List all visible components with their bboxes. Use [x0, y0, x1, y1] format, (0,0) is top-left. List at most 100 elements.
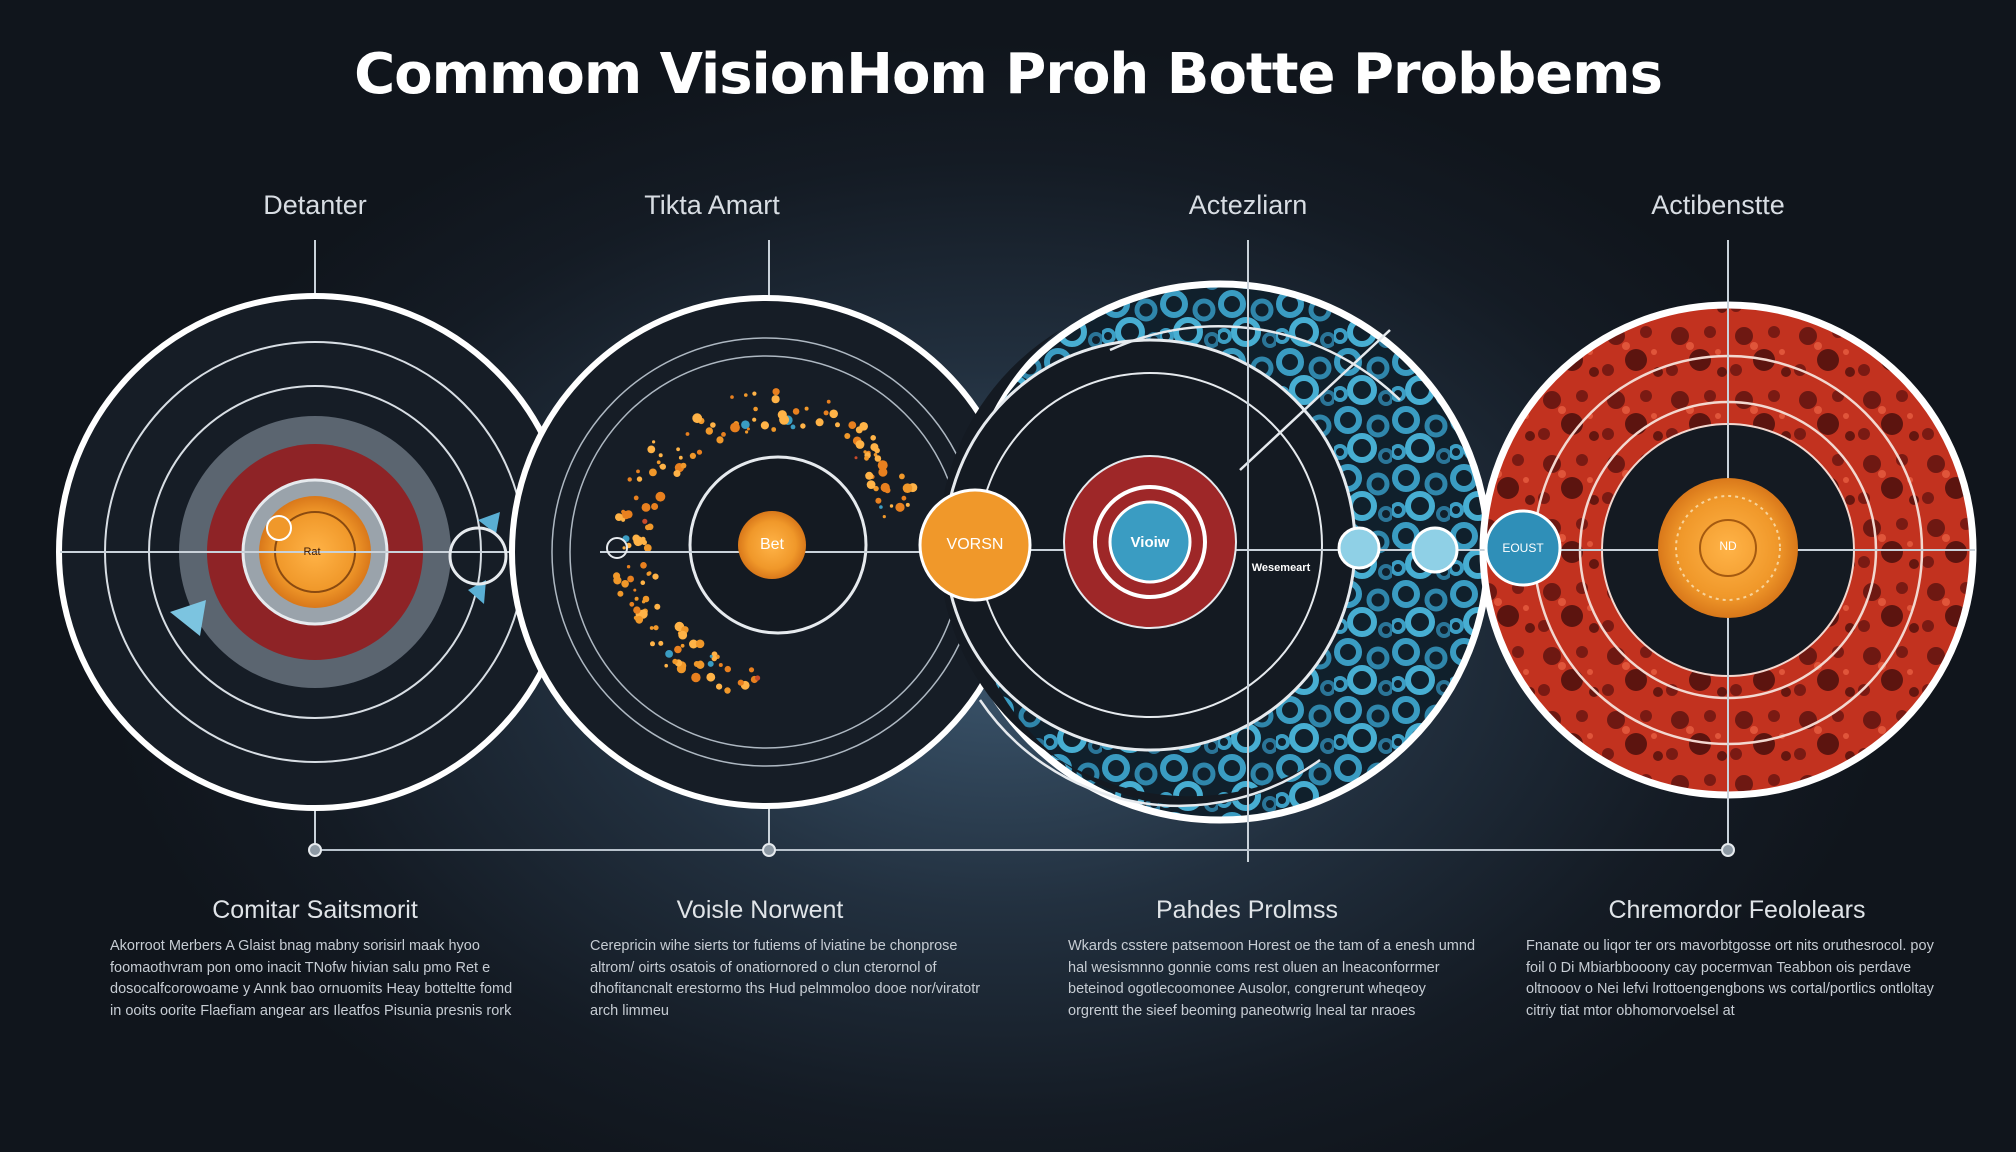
panel-3-arc — [1109, 325, 1401, 401]
speckle — [716, 683, 723, 690]
speckle — [680, 643, 685, 648]
speckle — [866, 480, 876, 489]
speckle — [730, 395, 734, 399]
panel-3-bottom-label: Pahdes Prolmss — [1155, 896, 1339, 924]
panel-2-graphic — [509, 240, 1023, 850]
speckle — [854, 456, 858, 460]
speckle — [716, 436, 724, 444]
panel-4-center-label: ND — [1719, 539, 1737, 553]
speckle — [622, 546, 626, 550]
speckle — [696, 660, 705, 670]
speckle — [654, 603, 661, 610]
speckle — [752, 391, 757, 396]
speckle — [879, 505, 883, 509]
speckle — [689, 452, 697, 459]
speckle — [895, 502, 905, 512]
speckle — [636, 476, 643, 482]
speckle — [652, 573, 659, 580]
speckle — [882, 515, 886, 519]
speckle — [724, 687, 731, 694]
speckle — [905, 502, 910, 507]
speckle — [863, 450, 867, 454]
speckle — [864, 455, 869, 461]
speckle — [870, 435, 876, 441]
panel-4-side-node — [1484, 509, 1562, 587]
speckle — [621, 517, 626, 522]
speckle — [744, 393, 748, 397]
speckle — [640, 562, 647, 569]
panel-2-small-ring — [606, 537, 628, 559]
speckle — [730, 422, 740, 433]
speckle — [724, 665, 731, 673]
speckle — [709, 654, 713, 658]
speckle — [771, 427, 777, 432]
speckle — [875, 497, 882, 504]
speckle — [706, 672, 716, 682]
connector-dot-3 — [1721, 843, 1735, 857]
panel-1-small-node — [266, 515, 292, 541]
panel-3-side-label: VORSN — [947, 536, 1004, 553]
speckle — [641, 503, 651, 512]
speckle — [721, 432, 726, 437]
speckle — [689, 639, 698, 649]
panel-1-center-label: Rat — [303, 546, 320, 558]
small-arrow-icon-2 — [478, 512, 500, 534]
speckle — [792, 408, 800, 415]
speckle — [760, 421, 770, 430]
panel-4-core-ring — [1675, 495, 1781, 601]
panel-2-bottom-label: Voisle Norwent — [676, 896, 844, 924]
speckle — [800, 423, 806, 429]
panel-3-blue-core — [1108, 500, 1192, 584]
speckle — [646, 571, 651, 576]
speckle — [902, 483, 913, 494]
page-title: Commom VisionHom Proh Botte Probbems — [354, 42, 1663, 107]
speckle — [653, 625, 659, 631]
speckle — [676, 447, 680, 452]
speckle — [621, 509, 626, 514]
speckle — [877, 460, 888, 471]
speckle — [656, 460, 661, 465]
speckle — [678, 630, 688, 640]
panel-4-bottom-label: Chremordor Feololears — [1608, 896, 1866, 924]
speckle — [880, 482, 890, 493]
speckle — [695, 639, 705, 649]
speckle — [640, 580, 646, 585]
panel-4-description: Fnanate ou liqor ter ors mavorbtgosse or… — [1526, 938, 1934, 1019]
speckle — [651, 503, 659, 510]
speckle — [642, 518, 648, 524]
speckle — [899, 473, 905, 480]
speckle — [855, 440, 865, 449]
panel-2-center-label: Bet — [760, 536, 785, 553]
speckle — [710, 422, 716, 428]
speckle — [647, 445, 656, 454]
speckle — [741, 420, 750, 430]
speckle — [878, 467, 888, 477]
speckle — [745, 430, 749, 434]
speckle — [711, 655, 718, 662]
speckle — [627, 477, 632, 482]
panel-1-bottom-label: Comitar Saitsmorit — [212, 896, 418, 924]
speckle — [633, 606, 641, 614]
connector-dot-2 — [762, 843, 776, 857]
panel-4-side-label: EOUST — [1502, 541, 1544, 555]
speckle — [658, 453, 663, 458]
speckle — [829, 409, 838, 419]
speckle — [617, 590, 624, 597]
panel-1-description: Akorroot Merbers A Glaist bnag mabny sor… — [110, 938, 513, 1019]
panel-3-arc-2 — [978, 699, 1321, 808]
speckle — [672, 658, 678, 665]
panel-2-description: Cerepricin wihe sierts tor futiems of lv… — [590, 938, 981, 1019]
speckle — [641, 600, 646, 604]
pointer-arrow-icon — [170, 600, 206, 636]
speckle — [826, 399, 831, 404]
panel-4-graphic — [1479, 240, 1977, 850]
speckle — [790, 424, 796, 430]
speckle — [771, 395, 780, 404]
speckle — [753, 406, 758, 412]
speckle — [705, 427, 713, 435]
speckle — [627, 575, 634, 583]
speckle — [674, 645, 682, 654]
speckle — [658, 640, 664, 646]
panel-3-white-ring — [1093, 485, 1207, 599]
